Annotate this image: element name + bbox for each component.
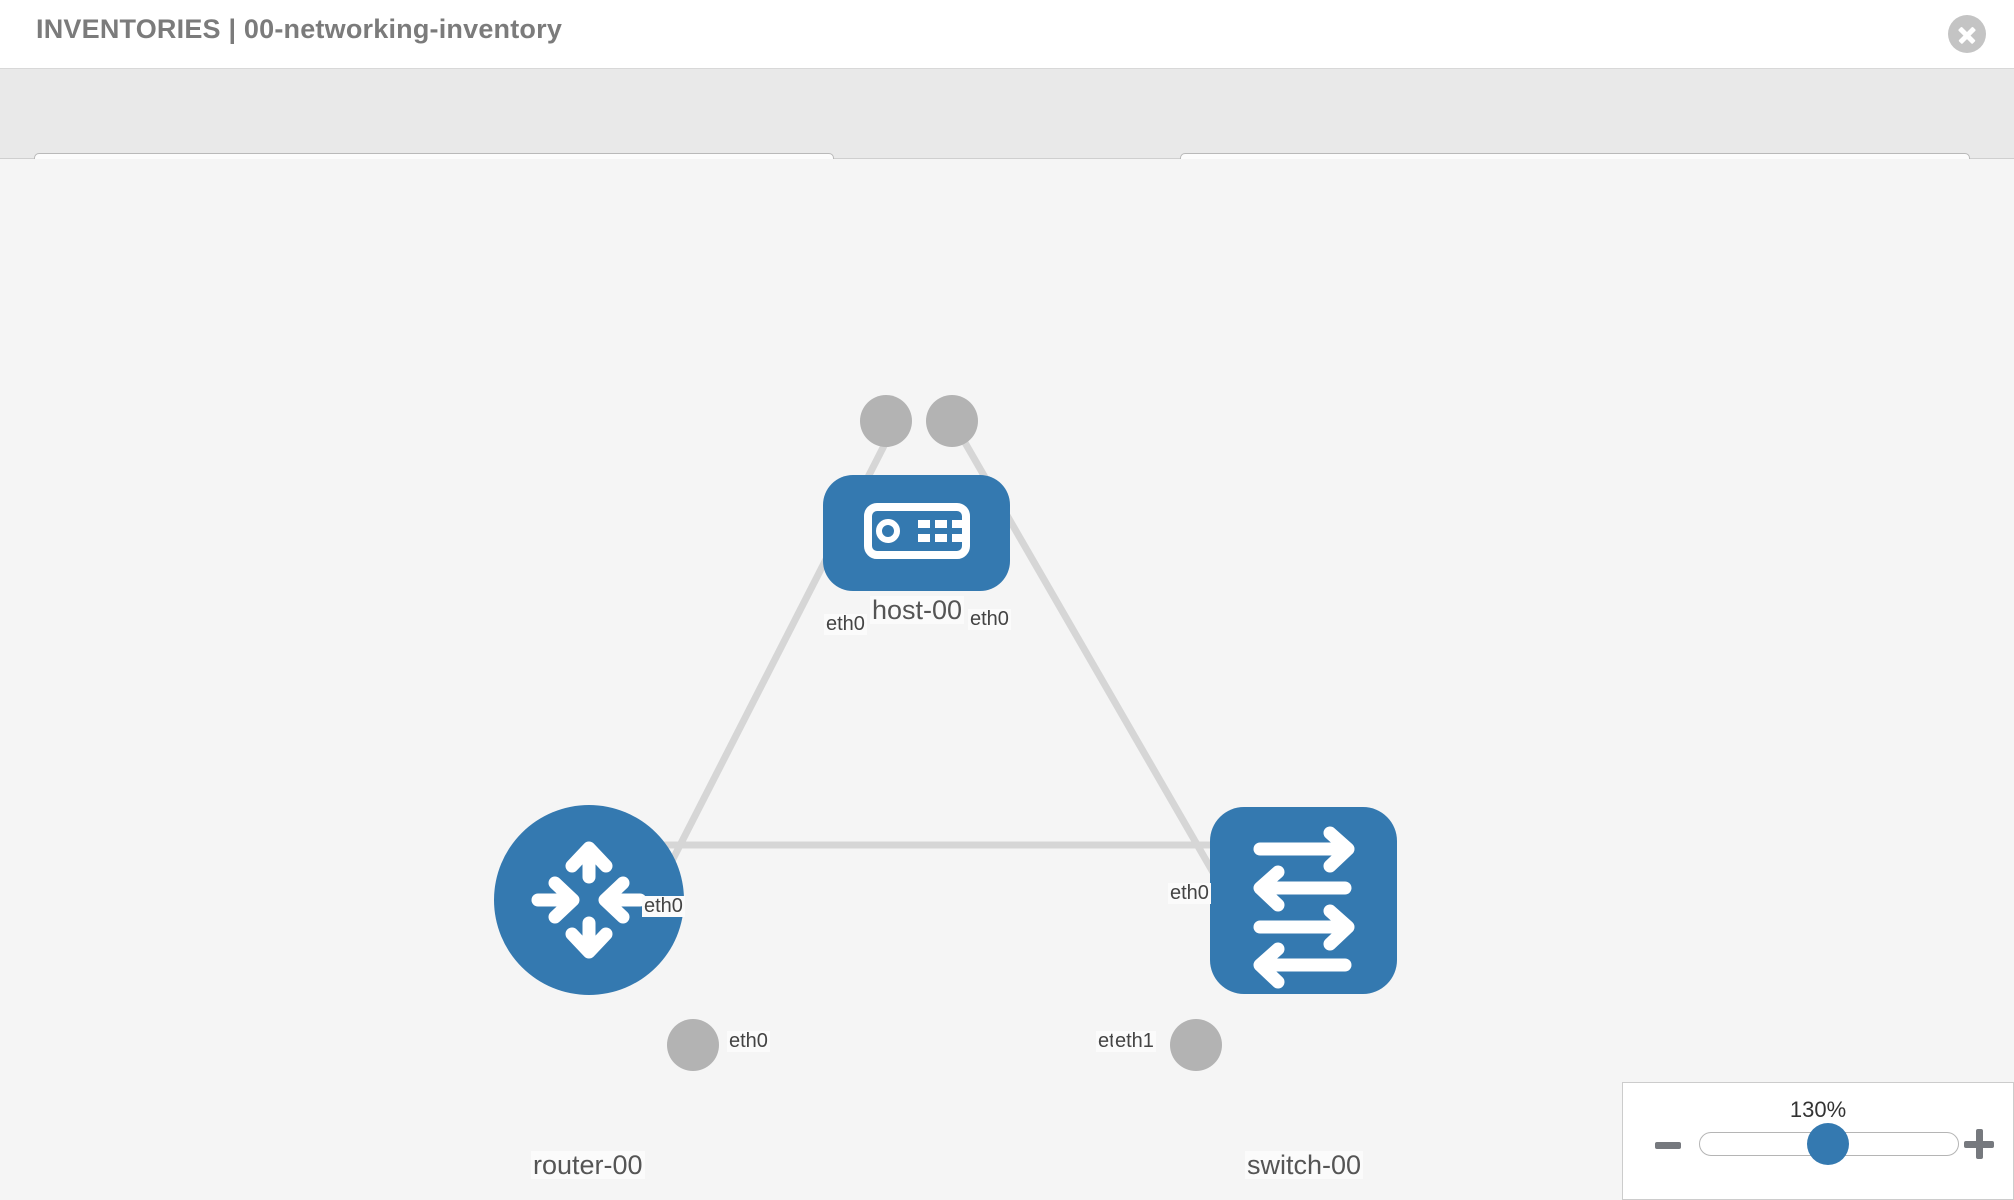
node-label-host: host-00 (870, 595, 965, 625)
iface-label: eth0 (824, 613, 867, 635)
node-host-00 (823, 475, 1010, 591)
toolbar: ACTIONS SEARCH (0, 69, 2014, 209)
host-device-icon (864, 503, 970, 559)
minus-icon[interactable] (1655, 1142, 1681, 1149)
node-switch-00 (1210, 807, 1397, 994)
topology-canvas[interactable]: host-00 router-00 switch-00 eth0 eth0 et… (0, 159, 2014, 1200)
router-arrows-icon (531, 841, 647, 959)
iface-label: eth0 (968, 608, 1011, 630)
zoom-level-label: 130% (1789, 1097, 1847, 1122)
iface-label: eth0 (727, 1030, 770, 1052)
endpoint-switch-eth1 (1170, 1019, 1222, 1071)
topology-graph (494, 395, 1397, 1071)
iface-label: eth1 (1113, 1030, 1156, 1052)
zoom-control-panel: 130% (1622, 1082, 2014, 1200)
switch-arrows-icon (1253, 826, 1355, 989)
page-title: INVENTORIES | 00-networking-inventory (36, 14, 563, 44)
page-header: INVENTORIES | 00-networking-inventory (0, 0, 2014, 69)
close-icon[interactable] (1948, 15, 1986, 53)
node-label-switch: switch-00 (1245, 1150, 1364, 1180)
endpoint-host-eth0-left (860, 395, 912, 447)
plus-icon[interactable] (1964, 1129, 1994, 1159)
node-router-00 (494, 805, 684, 995)
iface-label: eth0 (642, 895, 685, 917)
iface-label: eth0 (1168, 882, 1211, 904)
endpoint-router-eth0 (667, 1019, 719, 1071)
zoom-slider-thumb[interactable] (1807, 1123, 1849, 1165)
endpoint-host-eth0-right (926, 395, 978, 447)
node-label-router: router-00 (531, 1150, 645, 1180)
